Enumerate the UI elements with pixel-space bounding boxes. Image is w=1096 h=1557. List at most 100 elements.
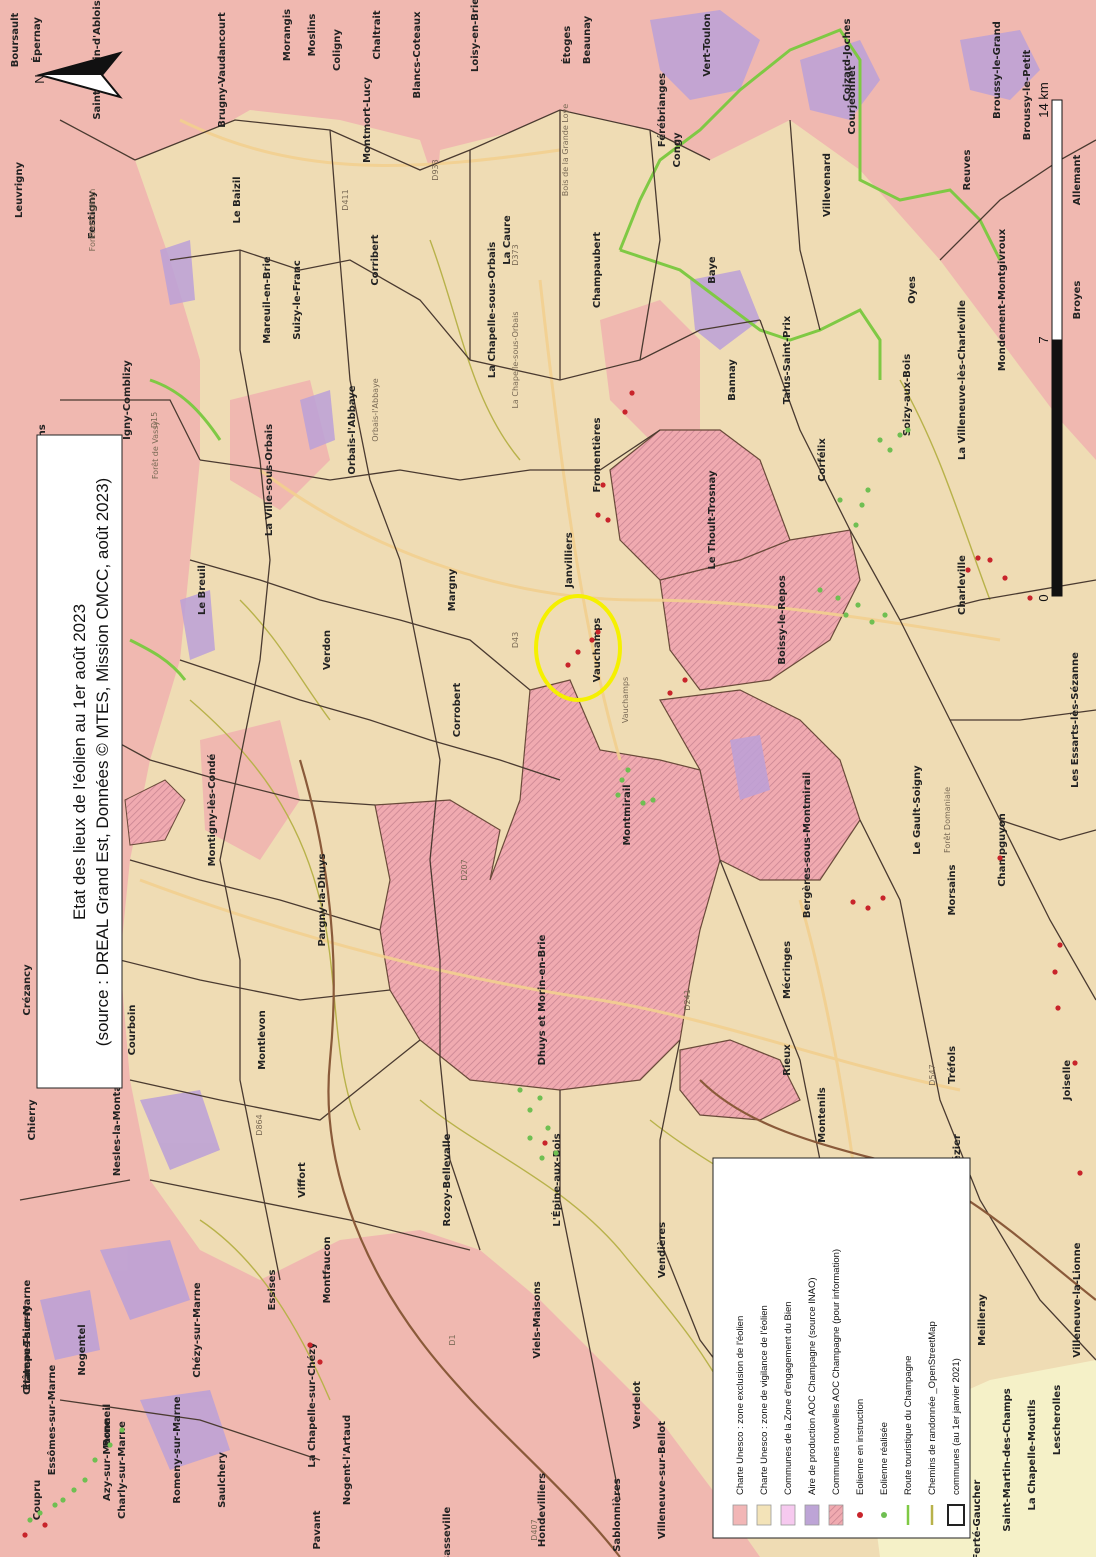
- scale-end: 14 km: [1036, 82, 1051, 117]
- legend-item: Charte Unesco : zone exclusion de l'éoli…: [732, 1316, 748, 1526]
- map-annotation: Bois de la Grande Loye: [561, 104, 570, 196]
- turbine-built-marker: [853, 522, 859, 528]
- map-annotation: La Chapelle-sous-Orbais: [511, 311, 520, 408]
- commune-label: Essises: [267, 1270, 278, 1311]
- commune-labels: BoursaultÉpernaySaint-Martin-d'AbloisBru…: [10, 0, 1083, 1557]
- title-line-2: (source : DREAL Grand Est, Données © MTE…: [93, 478, 112, 1046]
- map-annotation: D864: [255, 1114, 264, 1135]
- legend-swatch: [828, 1504, 844, 1526]
- commune-label: Tréfols: [946, 1046, 958, 1084]
- map-annotation: D1: [448, 1334, 457, 1345]
- turbine-instruction-marker: [595, 629, 601, 635]
- turbine-instruction-marker: [622, 409, 628, 415]
- commune-label: Meilleray: [977, 1294, 988, 1346]
- turbine-built-marker: [119, 1427, 125, 1433]
- commune-label: Bergères-sous-Montmirail: [801, 772, 813, 918]
- legend-label: Eolienne en instruction: [855, 1399, 866, 1495]
- commune-label: Basseville: [442, 1506, 453, 1557]
- commune-label: Corfélix: [816, 438, 828, 482]
- legend-item: Charte Unesco : zone de vigilance de l'é…: [756, 1305, 772, 1526]
- turbine-built-marker: [615, 792, 621, 798]
- turbine-built-marker: [527, 1107, 533, 1113]
- legend-label: Charte Unesco : zone exclusion de l'éoli…: [735, 1316, 746, 1495]
- turbine-built-marker: [843, 612, 849, 618]
- legend-label: Route touristique du Champagne: [903, 1356, 914, 1495]
- scale-seven: 7: [1036, 336, 1051, 343]
- turbine-instruction-marker: [600, 482, 606, 488]
- commune-label: La Caure: [502, 215, 513, 265]
- commune-label: Étampes-sur-Marne: [20, 1280, 33, 1391]
- commune-label: Pavant: [312, 1510, 323, 1549]
- turbine-built-marker: [537, 1095, 543, 1101]
- commune-label: La Chapelle-sur-Chézy: [306, 1342, 318, 1468]
- commune-label: Bonneil: [102, 1404, 113, 1446]
- commune-label: Vendières: [656, 1222, 668, 1278]
- turbine-instruction-marker: [542, 1140, 548, 1146]
- commune-label: Champguyon: [997, 813, 1008, 887]
- title-box: Etat des lieux de l'éolien au 1er août 2…: [36, 434, 123, 1089]
- commune-label: Champaubert: [592, 232, 603, 309]
- turbine-instruction-marker: [1002, 575, 1008, 581]
- commune-label: Bannay: [727, 359, 738, 401]
- turbine-built-marker: [882, 612, 888, 618]
- commune-label: Morangis: [282, 9, 293, 61]
- legend-items: Charte Unesco : zone exclusion de l'éoli…: [732, 1249, 965, 1526]
- legend-label: communes (au 1er janvier 2021): [951, 1358, 962, 1495]
- north-label: N: [32, 74, 47, 83]
- commune-label: Viffort: [297, 1162, 308, 1198]
- commune-label: Loisy-en-Brie: [470, 0, 481, 72]
- turbine-built-marker: [817, 587, 823, 593]
- commune-label: Boursault: [10, 12, 21, 67]
- turbine-instruction-marker: [1052, 969, 1058, 975]
- commune-label: Coligny: [332, 29, 343, 71]
- turbine-built-marker: [877, 437, 883, 443]
- turbine-instruction-marker: [987, 557, 993, 563]
- commune-label: Beaunay: [582, 15, 593, 64]
- turbine-instruction-marker: [629, 390, 635, 396]
- legend-label: Charte Unesco : zone de vigilance de l'é…: [759, 1305, 770, 1495]
- turbine-instruction-marker: [1057, 942, 1063, 948]
- legend-item: Eolienne en instruction: [855, 1399, 866, 1518]
- tourist-route: [129, 28, 1002, 681]
- new-aoc-montenils: [679, 1039, 801, 1121]
- commune-label: Dhuys et Morin-en-Brie: [537, 934, 548, 1065]
- turbine-instruction-marker: [965, 567, 971, 573]
- legend-label: Aire de production AOC Champagne (source…: [807, 1277, 818, 1495]
- commune-label: Rieux: [782, 1044, 793, 1076]
- new-aoc-conde: [124, 779, 186, 846]
- turbine-built-marker: [835, 595, 841, 601]
- legend-swatch: [804, 1504, 820, 1526]
- new-aoc-thoult: [609, 429, 791, 581]
- commune-label: Coupru: [32, 1480, 43, 1521]
- map-annotation: D407: [530, 1519, 539, 1540]
- commune-label: Férébrianges: [656, 73, 668, 147]
- commune-label: Coizard-Joches: [842, 19, 853, 102]
- turbine-instruction-marker: [565, 662, 571, 668]
- commune-label: Le Baizil: [232, 176, 243, 223]
- commune-label: Leuvrigny: [14, 162, 25, 218]
- turbine-built-marker: [859, 502, 865, 508]
- title-line-1: Etat des lieux de l'éolien au 1er août 2…: [70, 604, 89, 920]
- commune-label: Fromentières: [591, 417, 603, 492]
- commune-label: Montfaucon: [322, 1237, 333, 1304]
- commune-label: Charly-sur-Marne: [117, 1421, 128, 1519]
- commune-label: Suizy-le-Franc: [292, 260, 303, 340]
- commune-label: Allemant: [1072, 155, 1083, 206]
- commune-label: Saulchery: [217, 1452, 228, 1508]
- turbine-instruction-marker: [317, 1359, 323, 1365]
- commune-label: Épernay: [30, 17, 43, 63]
- turbine-built-marker: [865, 487, 871, 493]
- turbine-built-marker: [545, 1125, 551, 1131]
- map-annotation: Vauchamps: [621, 677, 630, 723]
- commune-label: Nogent-l'Artaud: [342, 1415, 353, 1505]
- turbine-instruction-marker: [1027, 595, 1033, 601]
- commune-label: Broussy-le-Grand: [992, 21, 1003, 119]
- legend-item: Chemins de randonnée _OpenStreetMap: [927, 1321, 938, 1525]
- map-annotation: D207: [460, 859, 469, 880]
- turbine-instruction-marker: [307, 1342, 313, 1348]
- commune-label: La Ville-sous-Orbais: [264, 424, 275, 536]
- turbine-built-marker: [539, 1155, 545, 1161]
- turbine-instruction-marker: [667, 690, 673, 696]
